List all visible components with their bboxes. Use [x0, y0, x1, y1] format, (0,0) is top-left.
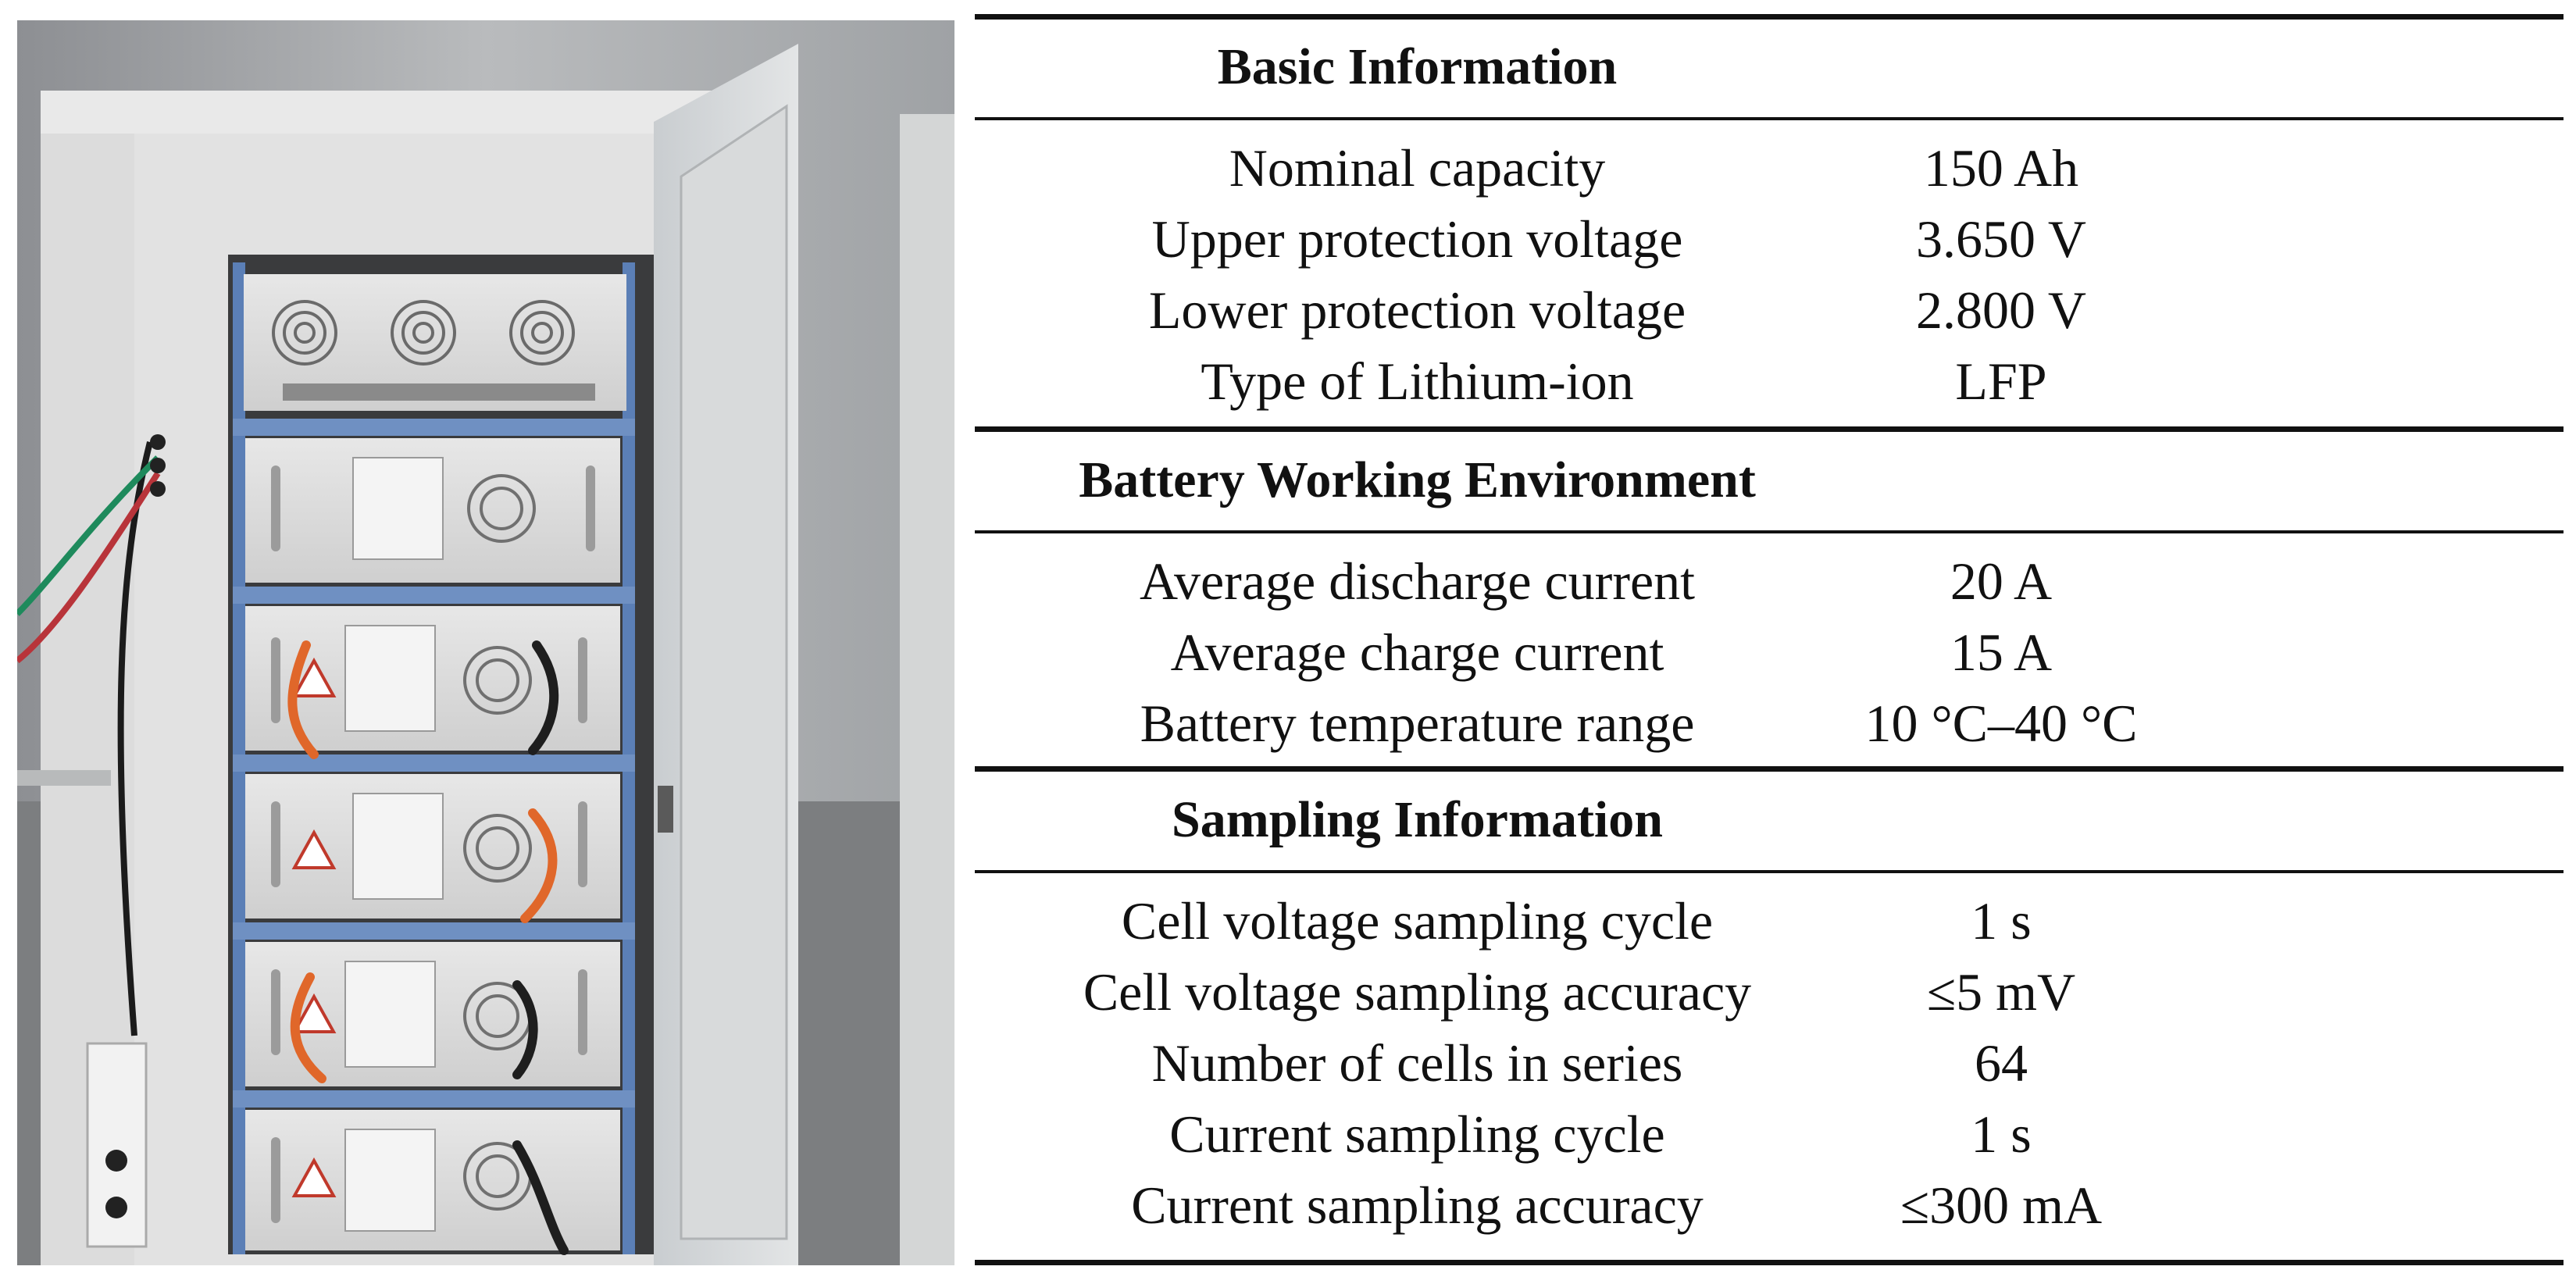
row-value: LFP [1955, 351, 2047, 411]
row-value: 150 Ah [1923, 138, 2079, 198]
table-row: Current sampling cycle 1 s [975, 1099, 2564, 1170]
battery-cabinet-photo [17, 20, 954, 1265]
row-label: Lower protection voltage [1148, 280, 1686, 340]
table-rule-mid [975, 117, 2564, 120]
table-rule-bottom [975, 1260, 2564, 1265]
row-value: 10 °C–40 °C [1864, 694, 2138, 753]
table-row: Battery temperature range 10 °C–40 °C [975, 688, 2564, 759]
row-label: Current sampling accuracy [1131, 1175, 1704, 1235]
section-title-basic-information: Basic Information [1217, 38, 1618, 95]
row-value: 1 s [1971, 891, 2032, 951]
table-row: Number of cells in series 64 [975, 1028, 2564, 1099]
specification-table: Basic Information Nominal capacity 150 A… [975, 14, 2564, 1270]
row-label: Type of Lithium-ion [1201, 351, 1634, 411]
table-row: Current sampling accuracy ≤300 mA [975, 1170, 2564, 1241]
section-title-sampling-information: Sampling Information [1172, 791, 1663, 848]
table-rule-section [975, 426, 2564, 432]
table-rule-section [975, 766, 2564, 772]
row-label: Cell voltage sampling cycle [1121, 891, 1714, 951]
table-row: Lower protection voltage 2.800 V [975, 275, 2564, 346]
row-label: Cell voltage sampling accuracy [1083, 962, 1752, 1022]
table-row: Nominal capacity 150 Ah [975, 133, 2564, 204]
row-label: Battery temperature range [1140, 694, 1695, 753]
table-row: Average discharge current 20 A [975, 546, 2564, 617]
row-label: Average charge current [1170, 622, 1664, 682]
row-label: Upper protection voltage [1151, 209, 1683, 269]
table-rule-mid [975, 870, 2564, 873]
row-label: Number of cells in series [1151, 1033, 1683, 1093]
table-row: Cell voltage sampling accuracy ≤5 mV [975, 957, 2564, 1028]
table-row: Type of Lithium-ion LFP [975, 346, 2564, 417]
table-rule-top [975, 14, 2564, 20]
table-row: Upper protection voltage 3.650 V [975, 204, 2564, 275]
row-value: 1 s [1971, 1104, 2032, 1164]
row-value: 20 A [1950, 551, 2053, 611]
table-row: Cell voltage sampling cycle 1 s [975, 886, 2564, 957]
row-value: 64 [1975, 1033, 2028, 1093]
row-label: Nominal capacity [1229, 138, 1606, 198]
row-value: 2.800 V [1916, 280, 2086, 340]
section-title-battery-working-environment: Battery Working Environment [1079, 451, 1756, 508]
row-value: 3.650 V [1916, 209, 2086, 269]
row-label: Current sampling cycle [1169, 1104, 1665, 1164]
table-row: Average charge current 15 A [975, 617, 2564, 688]
table-rule-mid [975, 530, 2564, 533]
row-value: 15 A [1950, 622, 2053, 682]
row-value: ≤5 mV [1926, 962, 2076, 1022]
row-label: Average discharge current [1139, 551, 1696, 611]
row-value: ≤300 mA [1900, 1175, 2103, 1235]
